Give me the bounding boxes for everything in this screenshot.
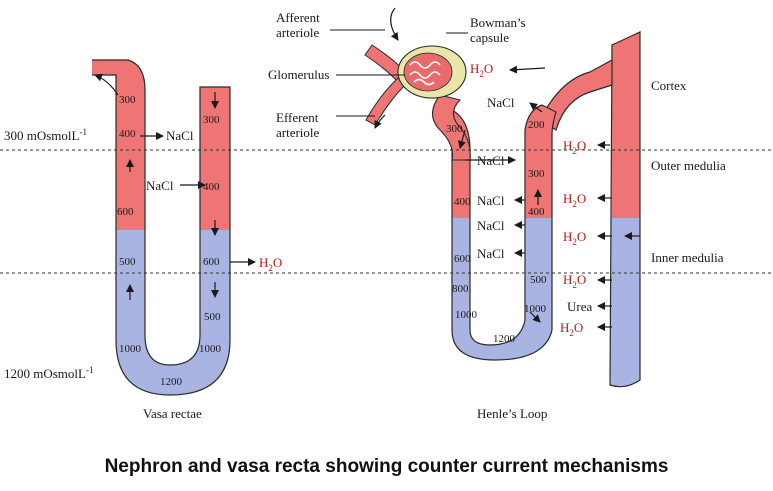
capsule-label: capsule [470,30,509,45]
nephron-200: 200 [528,119,545,131]
nephron-water-5: H2O [560,320,583,338]
vr-desc-1000: 1000 [119,343,142,355]
nephron-water-2: H2O [563,191,586,209]
flow-arrows [94,73,256,300]
vr-asc-1000: 1000 [199,343,222,355]
nephron-800: 800 [452,283,469,295]
afferent-arteriole-label: arteriole [276,25,320,40]
osm-top-label: 300 mOsmolL-1 [4,127,87,143]
osm-bottom-label: 1200 mOsmolL-1 [4,365,93,381]
leader-lines [330,29,468,117]
vr-asc-300: 300 [203,114,220,126]
nephron-nacl-4: NaCl [477,218,505,233]
nephron-tubule [364,31,641,388]
glomerulus-icon [403,52,453,92]
cortex-label: Cortex [651,78,687,93]
glomerulus-label: Glomerulus [268,67,329,82]
nephron-300b: 300 [528,168,545,180]
vr-nacl-out: NaCl [166,128,194,143]
urea-label: Urea [567,299,592,314]
nephron-nacl-1: NaCl [487,95,515,110]
vr-water-label: H2O [259,255,282,273]
vr-asc-500: 500 [204,311,221,323]
vr-bottom-1200: 1200 [160,376,183,388]
vasa-recta-title: Vasa rectae [143,406,202,421]
nephron-300a: 300 [446,123,463,135]
efferent-label: Efferent [276,110,319,125]
nephron-nacl-3: NaCl [477,193,505,208]
nephron-water-3: H2O [563,229,586,247]
vr-nacl-in: NaCl [146,178,174,193]
nephron-water-1: H2O [563,138,586,156]
nephron-400b: 400 [528,206,545,218]
nephron-500: 500 [530,274,547,286]
vr-asc-600: 600 [203,256,220,268]
nephron-arrows [374,7,640,331]
vr-desc-400: 400 [119,128,136,140]
vr-desc-600: 600 [117,206,134,218]
nephron-nacl-5: NaCl [477,246,505,261]
vr-asc-400: 400 [203,181,220,193]
outer-medulla-label: Outer medulia [651,158,726,173]
vr-desc-500: 500 [119,256,136,268]
efferent-arteriole-label: arteriole [276,125,320,140]
figure-caption: Nephron and vasa recta showing counter c… [104,456,669,477]
nephron-water-4: H2O [563,272,586,290]
henles-loop-title: Henle’s Loop [477,406,547,421]
nephron-400: 400 [454,196,471,208]
nephron-water-top: H2O [470,61,493,79]
vr-desc-300: 300 [119,94,136,106]
nephron-1000b: 1000 [524,303,547,315]
vasa-recta [92,59,231,396]
nephron-600: 600 [454,253,471,265]
bowmans-label: Bowman’s [470,15,526,30]
inner-medulla-label: Inner medulia [651,250,724,265]
afferent-label: Afferent [276,10,320,25]
nephron-1000: 1000 [455,309,478,321]
nephron-nacl-2: NaCl [477,153,505,168]
nephron-1200: 1200 [493,333,516,345]
